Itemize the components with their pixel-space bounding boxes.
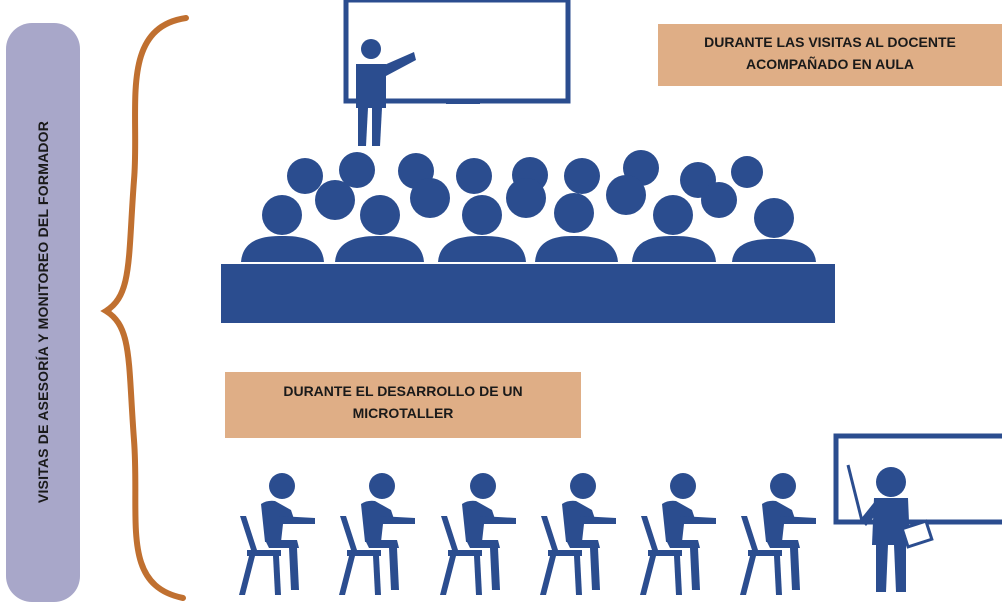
student-icon xyxy=(239,473,315,595)
student-icon xyxy=(740,473,816,595)
bottom-whiteboard-icon xyxy=(833,433,1002,525)
top-teacher-icon xyxy=(356,39,416,146)
side-title-bar xyxy=(6,23,80,602)
student-icon xyxy=(640,473,716,595)
audience-icon xyxy=(241,150,816,262)
classroom-visit-label: DURANTE LAS VISITAS AL DOCENTE ACOMPAÑAD… xyxy=(658,24,1002,86)
audience-desk xyxy=(221,264,835,323)
classroom-visit-label-line1: DURANTE LAS VISITAS AL DOCENTE xyxy=(704,34,956,50)
microtaller-label-line1: DURANTE EL DESARROLLO DE UN xyxy=(283,383,523,399)
classroom-visit-label-line2: ACOMPAÑADO EN AULA xyxy=(746,56,914,72)
bottom-teacher-icon xyxy=(846,464,934,592)
student-icon xyxy=(339,473,415,595)
curly-brace xyxy=(100,15,189,601)
student-icon xyxy=(540,473,616,595)
seated-students xyxy=(239,473,816,595)
microtaller-label: DURANTE EL DESARROLLO DE UN MICROTALLER xyxy=(225,372,581,438)
microtaller-label-line2: MICROTALLER xyxy=(352,405,454,421)
student-icon xyxy=(440,473,516,595)
